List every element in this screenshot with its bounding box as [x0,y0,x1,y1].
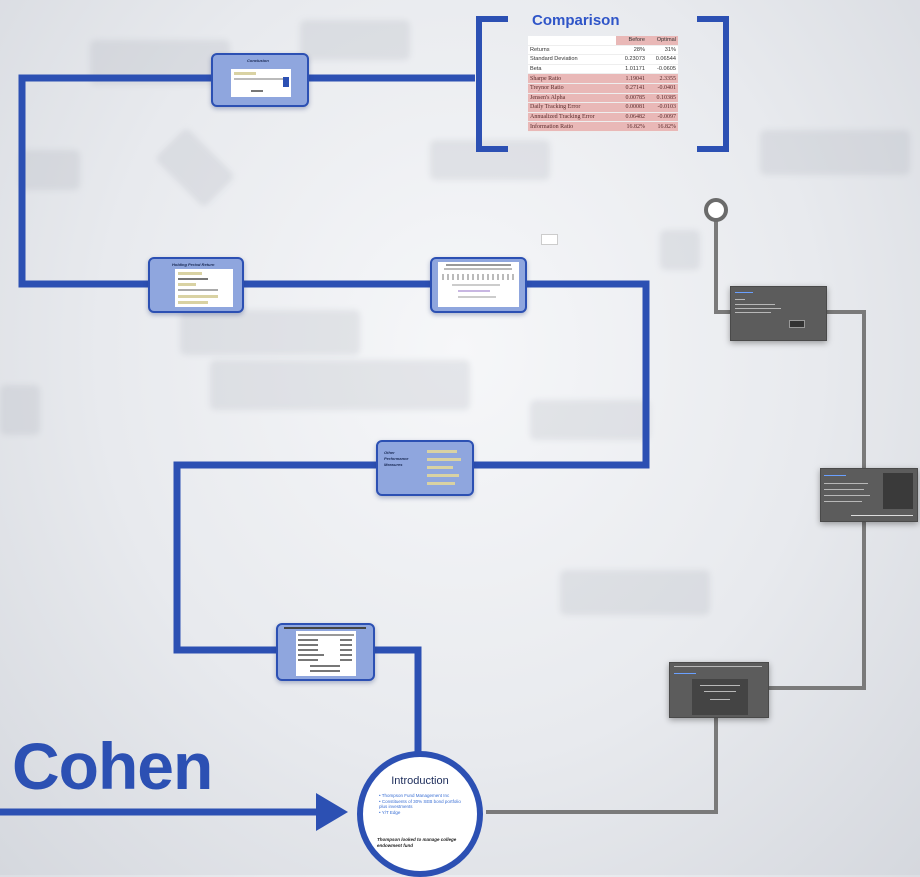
background-shape [560,570,710,615]
conclusion-frame[interactable]: Conclusion [211,53,309,107]
cell-after: -0.0605 [646,64,678,75]
right-bracket [697,16,729,152]
background-shape [300,20,410,60]
column-header: Optimal [646,36,678,46]
row-label: Returns [528,45,616,56]
cell-after: 2.3355 [646,73,678,84]
cell-before: 0.00785 [615,93,647,104]
list-item: Y/T Edge [379,810,461,816]
cell-before: 0.00081 [615,102,647,113]
presentation-title: Cohen [12,729,213,803]
cell-before: 0.23073 [615,54,647,65]
formula-frame[interactable] [430,257,527,313]
cell-before: 1.19041 [615,73,647,84]
background-shape [530,400,650,440]
cell-before: 16.82% [615,121,647,132]
table-header-row: Before Optimal [528,36,678,46]
cell-before: 1.01171 [615,64,647,75]
row-label: Annualized Tracking Error [528,112,616,123]
cell-before: 28% [615,45,647,56]
background-shape [660,230,700,270]
row-label: Treynor Ratio [528,83,616,94]
list-item: Thompson Fund Management Inc [379,793,461,799]
introduction-bullets: Thompson Fund Management Inc Constituent… [379,793,461,815]
row-label: Information Ratio [528,121,616,132]
other-performance-frame[interactable]: Other Performance Measures [376,440,474,496]
frame-thumbnail [231,69,291,97]
cell-before: 0.27141 [615,83,647,94]
frame-thumbnail [425,448,465,488]
cell-after: 0.10385 [646,93,678,104]
path-start-node[interactable] [704,198,728,222]
list-item: Constituents of 30% SEB bond portfolio p… [379,799,461,810]
frame-title: Other Performance Measures [384,450,409,467]
row-label: Daily Tracking Error [528,102,616,113]
frame-title: Holding Period Return [172,262,215,267]
row-label: Beta [528,64,616,75]
cell-after: -0.0401 [646,83,678,94]
background-shape [20,150,80,190]
background-shape [0,385,40,435]
background-shape [760,130,910,175]
cell-after: 31% [646,45,678,56]
note-card [541,234,558,245]
gray-frame-top[interactable] [730,286,827,341]
cell-after: -0.0103 [646,102,678,113]
arrow-head-icon [316,793,348,831]
cell-after: -0.0097 [646,112,678,123]
gray-frame-bottom[interactable] [669,662,769,718]
frame-thumbnail [296,631,356,676]
cell-after: 0.06544 [646,54,678,65]
introduction-frame[interactable]: Introduction Thompson Fund Management In… [357,751,483,877]
column-header: Before [615,36,647,46]
data-table-frame[interactable] [276,623,375,681]
column-header [528,36,616,46]
background-shape [210,360,470,410]
cell-before: 0.06482 [615,112,647,123]
row-label: Jensen's Alpha [528,93,616,104]
gray-frame-middle[interactable] [820,468,918,522]
left-bracket [476,16,508,152]
comparison-title: Comparison [532,12,620,29]
frame-title: Conclusion [247,58,269,63]
holding-period-frame[interactable]: Holding Period Return [148,257,244,313]
background-shape [180,310,360,355]
frame-thumbnail [175,269,233,307]
introduction-note: Thompson looked to manage college endowm… [377,837,457,848]
frame-thumbnail [438,262,519,307]
row-label: Standard Deviation [528,54,616,65]
row-label: Sharpe Ratio [528,73,616,84]
introduction-title: Introduction [391,775,449,787]
cell-after: 16.82% [646,121,678,132]
